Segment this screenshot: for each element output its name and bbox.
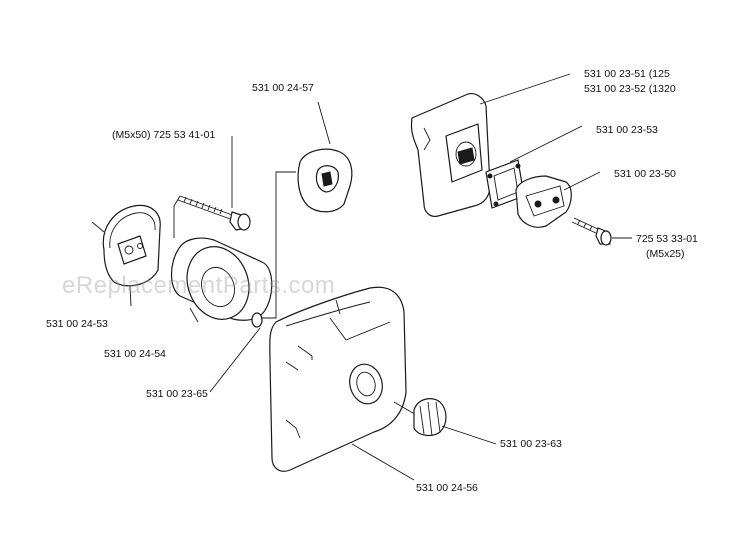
label-531-00-24-57: 531 00 24-57 xyxy=(252,82,314,94)
bracket-plate-part xyxy=(91,204,161,307)
heat-shield-part xyxy=(410,73,571,217)
label-725-53-41-01: (M5x50) 725 53 41-01 xyxy=(112,129,216,141)
label-531-00-24-53: 531 00 24-53 xyxy=(46,318,108,330)
clip-part xyxy=(262,101,353,319)
cover-part xyxy=(269,286,415,481)
label-531-00-24-56: 531 00 24-56 xyxy=(416,482,478,494)
label-531-00-23-65: 531 00 23-65 xyxy=(146,388,208,400)
flange-part xyxy=(515,171,601,228)
label-531-00-23-52: 531 00 23-52 (1320 xyxy=(584,83,676,95)
label-531-00-23-50: 531 00 23-50 xyxy=(614,168,676,180)
label-m5x25: (M5x25) xyxy=(646,248,685,260)
label-725-53-33-01: 725 53 33-01 xyxy=(636,233,698,245)
knob-part xyxy=(393,398,497,445)
label-531-00-23-63: 531 00 23-63 xyxy=(500,438,562,450)
bolt-m5x50-part xyxy=(173,136,251,238)
filter-element-part xyxy=(170,237,273,323)
bolt-m5x25-part xyxy=(571,217,632,246)
washer-part xyxy=(209,312,263,393)
label-531-00-24-54: 531 00 24-54 xyxy=(104,348,166,360)
label-531-00-23-53: 531 00 23-53 xyxy=(596,124,658,136)
label-531-00-23-51: 531 00 23-51 (125 xyxy=(584,68,670,80)
